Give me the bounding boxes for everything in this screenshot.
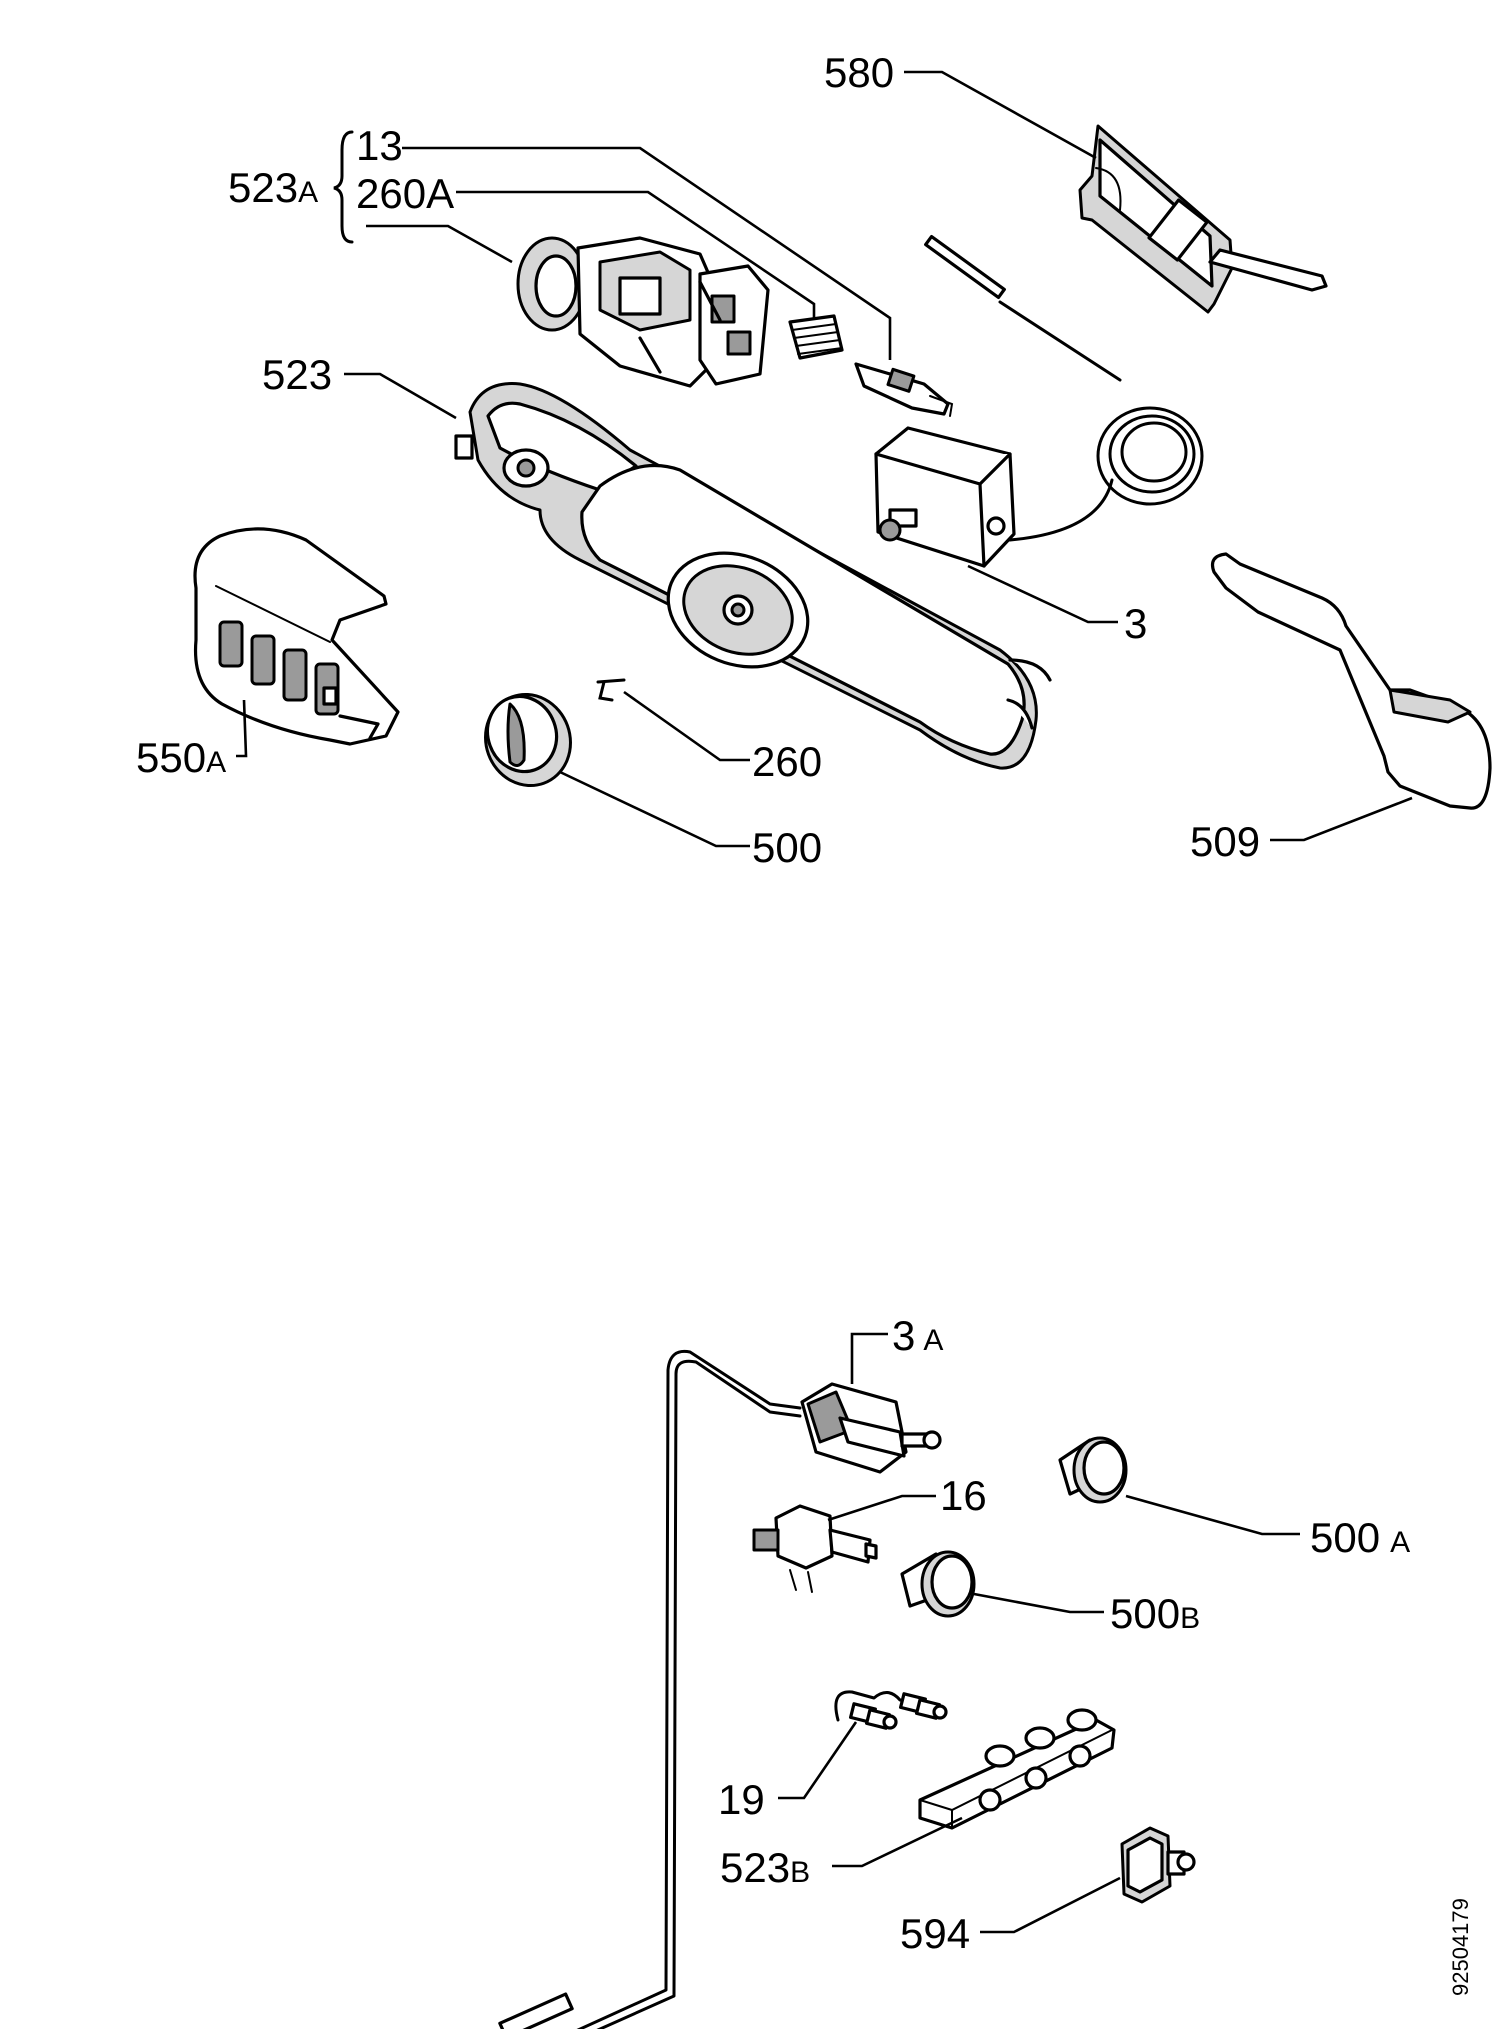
label-594: 594 — [900, 1910, 970, 1957]
part-260-clip — [596, 678, 626, 702]
label-260: 260 — [752, 738, 822, 785]
part-500-knob — [484, 692, 572, 788]
label-13: 13 — [356, 122, 403, 169]
part-19-lamp-holders — [834, 1690, 948, 1730]
part-capillary-coil — [924, 234, 1204, 542]
label-523a: 523A — [228, 164, 318, 211]
label-523b: 523B — [720, 1844, 810, 1891]
label-16: 16 — [940, 1472, 987, 1519]
label-3: 3 — [1124, 600, 1147, 647]
label-500b: 500B — [1110, 1590, 1200, 1637]
part-580-bracket — [1078, 124, 1328, 314]
label-19: 19 — [718, 1776, 765, 1823]
document-number: 92504179 — [1448, 1898, 1473, 1996]
label-580: 580 — [824, 49, 894, 96]
part-3a-thermostat — [800, 1382, 942, 1474]
label-523: 523 — [262, 351, 332, 398]
part-500b-knob — [900, 1550, 976, 1618]
part-500a-knob — [1058, 1436, 1128, 1504]
part-sensor-tube — [498, 1349, 802, 2029]
part-3-thermostat — [874, 426, 1016, 568]
part-509-handle — [1210, 552, 1492, 810]
part-523a-switch-assembly — [516, 236, 770, 388]
part-260a-spring — [788, 314, 844, 360]
part-13-lever — [854, 362, 954, 417]
label-550a: 550A — [136, 734, 226, 781]
part-594-button — [1120, 1826, 1196, 1904]
label-500: 500 — [752, 824, 822, 871]
label-260a: 260A — [356, 170, 454, 217]
label-509: 509 — [1190, 818, 1260, 865]
part-16-switch — [752, 1504, 878, 1593]
part-550a-lamp-cover — [193, 527, 400, 746]
part-523b-lamp-bar — [918, 1708, 1116, 1830]
part-523-housing — [454, 382, 1052, 770]
